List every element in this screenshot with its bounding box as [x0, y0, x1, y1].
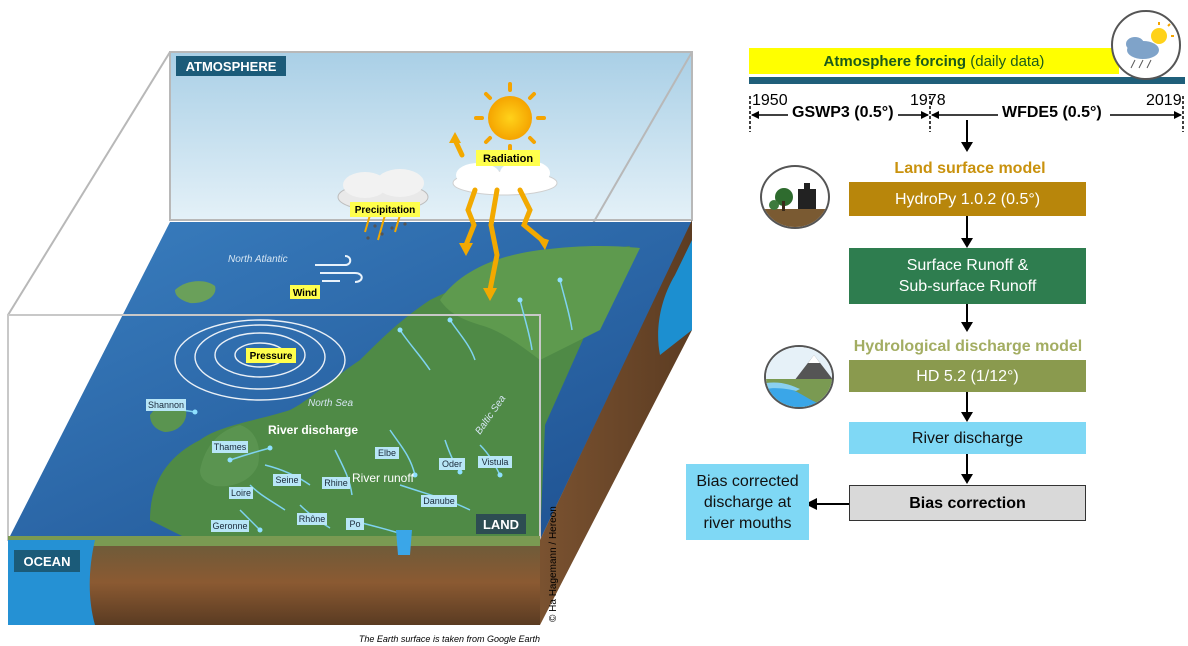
- output-line2: discharge at: [703, 493, 792, 511]
- caption-text: The Earth surface is taken from Google E…: [359, 634, 540, 644]
- river-label-po: Po: [349, 519, 360, 529]
- ocean-label-bg: [14, 550, 80, 572]
- flow-arrow-output: [805, 498, 849, 510]
- flow-arrow-4: [961, 392, 973, 422]
- atmosphere-panel: [169, 51, 693, 221]
- land-label: LAND: [483, 517, 519, 532]
- wind-icon: [315, 255, 363, 283]
- output-line1: Bias corrected: [696, 472, 799, 490]
- river-runoff-label: River runoff: [352, 471, 414, 485]
- earth-system-illustration: ATMOSPHERE Radiation Precipitation Wind …: [7, 51, 693, 644]
- year-2019: 2019: [1146, 92, 1182, 109]
- output-box: Bias corrected discharge at river mouths: [686, 464, 809, 540]
- river-label-rhine: Rhine: [324, 478, 348, 488]
- north-atlantic-label: North Atlantic: [228, 254, 288, 265]
- runoff-line2: Sub-surface Runoff: [898, 278, 1037, 295]
- earth-side: [540, 220, 692, 625]
- flow-arrow-3: [961, 304, 973, 332]
- radiation-label: Radiation: [483, 153, 533, 165]
- dataset-gswp3: GSWP3 (0.5°): [792, 104, 894, 121]
- runoff-box: Surface Runoff & Sub-surface Runoff: [849, 248, 1086, 304]
- river-label-oder: Oder: [442, 459, 462, 469]
- bias-correction-box: Bias correction: [849, 485, 1086, 521]
- river-label-rhone: Rhône: [299, 514, 326, 524]
- ocean-label: OCEAN: [24, 554, 71, 569]
- year-1950: 1950: [752, 92, 788, 109]
- forcing-title-bold: Atmosphere forcing: [823, 52, 967, 70]
- land-label-bg: [476, 514, 526, 534]
- river-label-danube: Danube: [423, 496, 455, 506]
- weather-icon: [1111, 10, 1181, 80]
- flow-arrow-2: [961, 216, 973, 248]
- wind-label: Wind: [293, 288, 317, 299]
- river-label-geronne: Geronne: [212, 521, 247, 531]
- river-label-shannon: Shannon: [148, 400, 184, 410]
- radiation-label-bg: [476, 150, 540, 166]
- water-drop-icon: [396, 530, 412, 555]
- river-label-loire: Loire: [231, 488, 251, 498]
- forcing-title-rest: (daily data): [966, 52, 1045, 70]
- timeline-line: [749, 77, 1185, 84]
- river-label-vistula: Vistula: [482, 457, 509, 467]
- hd-model-box: HD 5.2 (1/12°): [849, 360, 1086, 392]
- river-name-labels: Shannon Thames Elbe Oder Vistula Seine R…: [146, 399, 512, 532]
- hd-model-title: Hydrological discharge model: [853, 338, 1083, 355]
- runoff-line1: Surface Runoff &: [906, 257, 1029, 274]
- uk-land: [200, 425, 260, 487]
- year-1978: 1978: [910, 92, 946, 109]
- river-label-elbe: Elbe: [378, 448, 396, 458]
- atmosphere-label-bg: [176, 56, 286, 76]
- mountain-river-icon: [764, 345, 834, 409]
- timeline-arrows: [749, 96, 1184, 132]
- output-line3: river mouths: [703, 514, 792, 532]
- pressure-label: Pressure: [250, 351, 293, 362]
- pressure-label-bg: [246, 348, 296, 363]
- sun-icon: [474, 82, 546, 154]
- river-label-thames: Thames: [214, 442, 247, 452]
- flow-arrow-5: [961, 454, 973, 484]
- wind-label-bg: [290, 285, 320, 299]
- radiation-arrowheads: [449, 132, 549, 301]
- ocean-side-water: [658, 240, 692, 355]
- river-discharge-label: River discharge: [268, 423, 358, 437]
- forcing-bar: Atmosphere forcing (daily data): [749, 48, 1119, 74]
- scandinavia-land: [440, 245, 640, 360]
- cloud-icon: [452, 160, 558, 196]
- dataset-wfde5: WFDE5 (0.5°): [1002, 104, 1102, 121]
- frame-line: [7, 51, 171, 316]
- north-sea-label: North Sea: [308, 398, 353, 409]
- copyright-text: © Ha Hagemann / Hereon: [548, 506, 559, 622]
- river-mouth-dots: [192, 277, 563, 538]
- grass-strip: [8, 536, 540, 546]
- river-label-seine: Seine: [275, 475, 298, 485]
- land-model-box: HydroPy 1.0.2 (0.5°): [849, 182, 1086, 216]
- precipitation-label-bg: [350, 202, 420, 217]
- flow-arrow-1: [961, 120, 973, 152]
- radiation-arrows: [452, 137, 545, 293]
- iceland-land: [175, 281, 216, 304]
- river-discharge-box: River discharge: [849, 422, 1086, 454]
- soil-front: [8, 540, 540, 625]
- precipitation-label: Precipitation: [355, 205, 416, 216]
- landscape-icon: [760, 165, 830, 229]
- land-model-title: Land surface model: [894, 160, 1046, 177]
- atmosphere-label: ATMOSPHERE: [186, 59, 277, 74]
